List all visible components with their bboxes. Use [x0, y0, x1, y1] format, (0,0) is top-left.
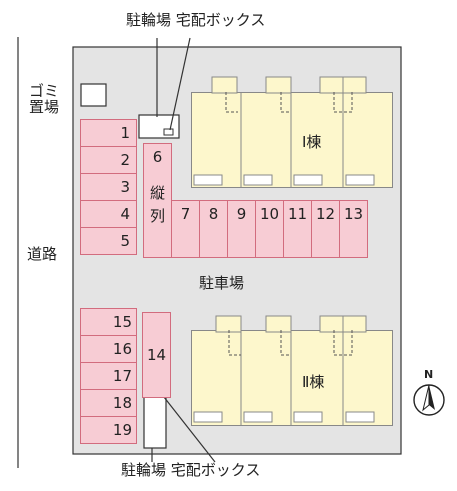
- parking-space-11: 11: [283, 200, 312, 258]
- parking-space-4: 4: [80, 200, 137, 228]
- building-1-label: Ⅰ棟: [302, 133, 322, 151]
- parking-space-15: 15: [80, 308, 137, 336]
- bike-box-label-top: 駐輪場 宅配ボックス: [126, 11, 266, 29]
- parking-space-17: 17: [80, 362, 137, 390]
- parking-space-5: 5: [80, 227, 137, 255]
- building-2-label: Ⅱ棟: [302, 373, 325, 391]
- parking-space-2: 2: [80, 146, 137, 174]
- parking-space-19: 19: [80, 416, 137, 444]
- parking-lot-label: 駐車場: [199, 274, 245, 292]
- parking-space-7: 7: [171, 200, 200, 258]
- parking-space-9: 9: [227, 200, 256, 258]
- parking-space-10: 10: [255, 200, 284, 258]
- trash-label-line2: 置場: [29, 98, 60, 116]
- north-label: N: [424, 368, 434, 381]
- parking-space-6: 6 縦 列: [143, 143, 172, 258]
- parking-space-3: 3: [80, 173, 137, 201]
- road-label: 道路: [27, 245, 58, 263]
- bike-box-label-bottom: 駐輪場 宅配ボックス: [121, 461, 261, 479]
- parking-space-12: 12: [311, 200, 340, 258]
- building-2: [191, 330, 393, 426]
- parking-space-18: 18: [80, 389, 137, 417]
- building-1: [191, 92, 393, 188]
- parking-space-16: 16: [80, 335, 137, 363]
- parking-space-14: 14: [142, 312, 171, 398]
- trash-label-line1: ゴミ: [29, 82, 60, 100]
- parking-space-1: 1: [80, 119, 137, 147]
- parking-space-8: 8: [199, 200, 228, 258]
- parking-space-13: 13: [339, 200, 368, 258]
